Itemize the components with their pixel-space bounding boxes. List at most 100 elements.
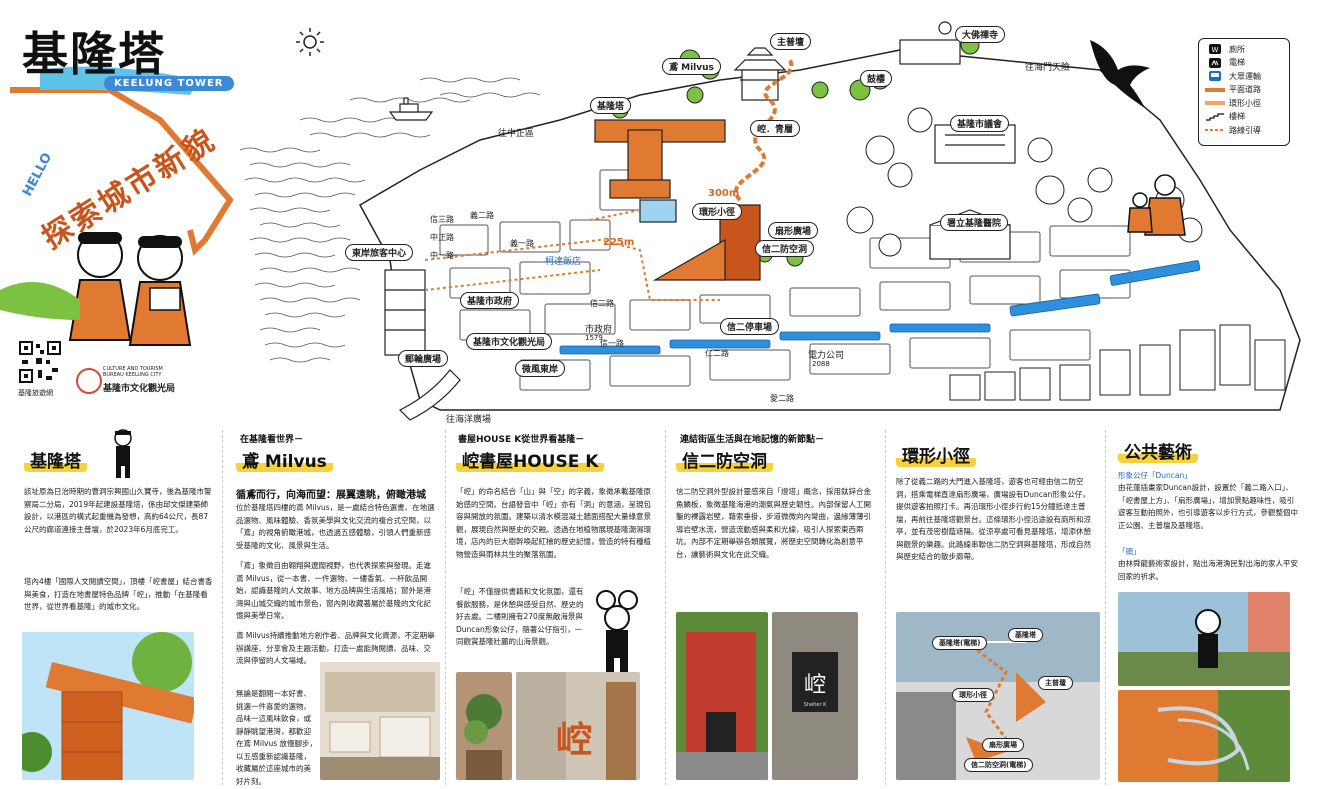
map-label-east-visitor-center[interactable]: 東岸旅客中心 — [345, 244, 414, 261]
section-divider — [885, 430, 886, 785]
section-title-public-art: 公共藝術 — [1118, 438, 1198, 463]
bird-icon — [1090, 40, 1150, 108]
map-label-xin2-shelter[interactable]: 信二防空洞 — [755, 240, 815, 257]
svg-text:W: W — [1212, 46, 1219, 54]
section-subtitle: 循鳶而行，向海而望：展翼遠眺，俯瞰港城 — [236, 490, 426, 501]
ship-icon — [388, 97, 434, 121]
big-buddha-building — [899, 21, 961, 65]
sun-icon — [296, 28, 324, 56]
road-xin2: 信二路 — [590, 299, 614, 308]
art-name-duncan: 形象公仔「Duncan」 — [1118, 471, 1192, 480]
stairs-icon — [1205, 112, 1225, 121]
shelter-sign-en: Shelter K — [804, 702, 827, 708]
section-title-shelter: 信二防空洞 — [676, 447, 773, 472]
map-label-city-gov-bus: 市政府 — [585, 325, 613, 335]
section-kicker: 連結街區生活與在地記憶的新節點－ — [680, 435, 825, 445]
sea-ripples — [239, 77, 541, 363]
photo-label-tower-elevator: 基隆塔(電梯) — [932, 636, 988, 650]
map-label-culture-bureau[interactable]: 基隆市文化觀光局 — [466, 333, 553, 350]
road-to-haimen: 往海門天險 — [1025, 63, 1071, 73]
map-label-keelung-tower[interactable]: 基隆塔 — [590, 97, 632, 114]
brand-subtitle: KEELUNG TOWER — [104, 76, 234, 91]
photo-label-shelter-elevator: 信二防空洞(電梯) — [964, 758, 1034, 772]
map-label-house-k[interactable]: 崆．青層 — [750, 120, 801, 137]
road-ren2: 仁二路 — [705, 349, 729, 358]
road-xin3: 信三路 — [430, 215, 454, 224]
section-title-house-k: 崆書屋HOUSE K — [456, 447, 605, 472]
photo-house-k-plants — [456, 672, 512, 780]
section-title-milvus: 鳶 Milvus — [236, 447, 333, 472]
section-paragraph: 塔內4樓「國際人文閱讀空間」，頂樓「崆書屋」結合書香與美食，打造在地書屋特色品牌… — [24, 577, 213, 611]
section-title-keelung-tower: 基隆塔 — [24, 447, 87, 472]
distance-300m: 300m — [708, 188, 740, 199]
legend-item: 路線引導 — [1205, 124, 1283, 136]
map-label-city-council[interactable]: 基隆市議會 — [950, 115, 1010, 132]
temple-building — [733, 47, 787, 101]
decor-green-blob — [0, 282, 80, 320]
road-zhongzheng: 中正路 — [430, 233, 454, 242]
photo-head-sculpture — [1118, 690, 1290, 782]
canal — [559, 260, 1201, 355]
section-divider — [665, 430, 666, 785]
section-paragraph: 位於基隆塔四樓的鳶 Milvus，是一處結合特色選書、在地選品選物、風味體驗、香… — [236, 503, 435, 550]
mascot-duncan-icon — [596, 590, 638, 678]
photo-label-plaza: 扇形廣場 — [982, 738, 1024, 752]
photo-label-path: 環形小徑 — [952, 688, 994, 702]
section-kicker: 在基隆看世界－ — [240, 435, 304, 445]
section-divider — [445, 430, 446, 785]
legend-item: 大眾運輸 — [1205, 70, 1283, 82]
road-xin1: 信一路 — [600, 339, 624, 348]
tourist-map — [0, 21, 1301, 421]
section-paragraph: 「崆」的命名結合「山」與「空」的字義，象徵承載基隆原始感的空間。台語發音中「崆」… — [456, 487, 651, 559]
elevator-icon — [1205, 57, 1225, 68]
mascot-figure-right — [128, 235, 192, 346]
section-title-cave-path: 環形小徑 — [896, 442, 976, 467]
section-paragraph: 鳶 Milvus持續推動地方創作者、品牌與文化資源，不定期舉辦講座、分享會及主題… — [236, 631, 435, 665]
legend-item: 樓梯 — [1205, 111, 1283, 123]
shelter-sign-char: 崆 — [804, 673, 826, 698]
legend-item: 電梯 — [1205, 57, 1283, 69]
road-line — [1205, 86, 1225, 94]
photo-keelung-tower — [22, 632, 194, 780]
road-to-ocean-plaza: 往海洋廣場 — [446, 415, 492, 425]
photo-house-k-wall: 崆 — [516, 672, 640, 780]
map-label-cave-path[interactable]: 環形小徑 — [692, 203, 743, 220]
guide-line — [1205, 126, 1225, 134]
photo-label-main-temple: 主普壇 — [1038, 676, 1073, 690]
map-label-main-temple[interactable]: 主普壇 — [770, 33, 812, 50]
road-ai2: 愛二路 — [770, 394, 794, 403]
road-yi1: 義一路 — [510, 239, 534, 248]
map-label-city-gov-bus-no: 1579 — [585, 334, 603, 342]
section-divider — [1105, 430, 1106, 785]
map-label-big-buddha[interactable]: 大佛禪寺 — [955, 26, 1006, 43]
art-name-head: 「頭」 — [1118, 547, 1141, 556]
road-to-zhongzheng: 往中正區 — [498, 129, 535, 139]
map-label-spiral-plaza[interactable]: 扇形廣場 — [768, 222, 819, 239]
photo-shelter-sign: 崆 Shelter K — [772, 612, 858, 780]
road-yi2: 義二路 — [470, 211, 494, 220]
qr-code[interactable] — [18, 340, 62, 384]
bureau-name-zh: 基隆市文化觀光局 — [103, 384, 176, 394]
mascot-icon — [114, 429, 132, 478]
brand-title: 基隆塔 — [22, 27, 166, 81]
legend-item: 平面道路 — [1205, 84, 1283, 96]
legend-item: 環形小徑 — [1205, 97, 1283, 109]
map-label-milvus[interactable]: 鳶 Milvus — [662, 58, 721, 75]
map-label-hospital[interactable]: 署立基隆醫院 — [940, 214, 1009, 231]
city-blocks-right — [949, 324, 1286, 401]
photo-milvus-interior — [320, 662, 440, 780]
toilet-icon: W — [1205, 44, 1225, 54]
art-desc-head: 由林舜龍藝術家設計，點出海港漁民對出海的家人平安回家的祈求。 — [1118, 559, 1298, 581]
section-paragraph: 「鳶」象徵自由翱翔與遼闊視野，也代表探索與發現。走進鳶 Milvus，從一本書、… — [236, 561, 431, 620]
map-label-hotel: 柯達飯店 — [545, 257, 582, 267]
qr-label: 基隆旅遊網 — [18, 389, 53, 397]
section-paragraph: 該址原為日治時期的曹洞宗興國山久寶寺，後為基隆市警察局二分局，2019年起建設基… — [24, 487, 212, 534]
map-label-city-gov[interactable]: 基隆市政府 — [460, 292, 520, 309]
map-label-xin2-parking[interactable]: 信二停車場 — [720, 318, 780, 335]
section-paragraph: 除了從義二路的大門進入基隆塔，遊客也可經由信二防空洞，搭乘電梯直達扇形廣場，廣場… — [896, 477, 1091, 561]
map-label-east-coast-plaza[interactable]: 微風東岸 — [515, 360, 566, 377]
keelung-tower-structure — [594, 119, 761, 281]
map-label-drum-tower[interactable]: 鼓樓 — [860, 70, 893, 87]
map-label-post-plaza[interactable]: 郵輪廣場 — [398, 350, 449, 367]
